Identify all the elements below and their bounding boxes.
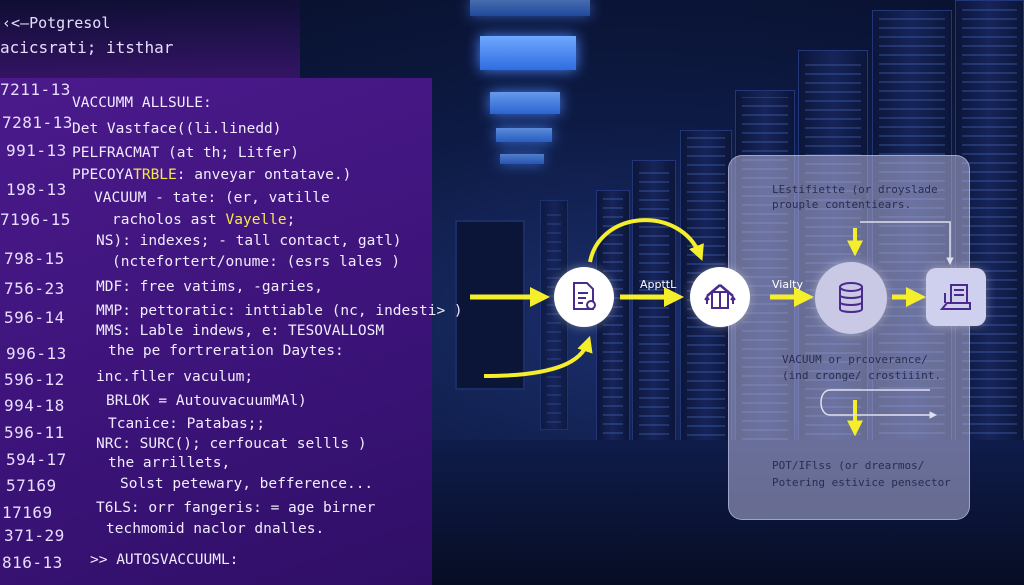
code-line: Solst petewary, befference...	[120, 476, 374, 492]
line-number: 7211-13	[0, 80, 71, 99]
code-line: MMS: Lable indews, e: TESOVALLOSM	[96, 323, 385, 339]
panel-mid-text: VACUUM or prcoverance/	[782, 353, 928, 366]
tent-node	[690, 267, 750, 327]
code-header-line: ‹<—Potgresol	[2, 14, 111, 32]
code-panel	[0, 78, 432, 585]
code-line: techmomid naclor dnalles.	[106, 521, 325, 537]
apptl-label: AppttL	[640, 278, 677, 291]
code-line: racholos ast Vayelle;	[112, 212, 296, 228]
server-rack	[632, 160, 676, 460]
line-number: 7281-13	[2, 113, 73, 132]
line-number: 596-12	[4, 370, 65, 389]
ceiling-light	[470, 0, 590, 16]
document-icon	[573, 282, 596, 310]
code-line: VACUUM - tate: (er, vatille	[94, 190, 330, 206]
ceiling-light	[490, 92, 560, 114]
line-number: 798-15	[4, 249, 65, 268]
code-line: T6LS: orr fangeris: = age birner	[96, 500, 376, 516]
code-line: PPECOYATRBLE: anveyar ontatave.)	[72, 167, 352, 183]
code-line: Tcanice: Patabas;;	[108, 416, 266, 432]
code-line: MDF: free vatims, -garies,	[96, 279, 323, 295]
code-line: MMP: pettoratic: inttiable (nc, indesti>…	[96, 303, 463, 319]
line-number: 996-13	[6, 344, 67, 363]
line-number: 7196-15	[0, 210, 71, 229]
database-node	[815, 262, 887, 334]
code-line: (nctefortert/onume: (esrs lales )	[112, 254, 401, 270]
ceiling-light	[496, 128, 552, 142]
code-line: BRLOK = AutouvacuumMAl)	[106, 393, 307, 409]
line-number: 596-11	[4, 423, 65, 442]
panel-mid-text: (ind cronge/ crostiiint.	[782, 369, 941, 382]
line-number: 994-18	[4, 396, 65, 415]
register-node	[926, 268, 986, 326]
line-number: 594-17	[6, 450, 67, 469]
line-number: 198-13	[6, 180, 67, 199]
code-line: inc.fller vaculum;	[96, 369, 254, 385]
ceiling-light	[480, 36, 576, 70]
document-node	[554, 267, 614, 327]
code-header-line: acicsrati; itsthar	[0, 38, 174, 57]
ceiling-light	[500, 154, 544, 164]
arrow-bottom-curve	[483, 335, 593, 378]
panel-top-text: prouple contentiears.	[772, 198, 912, 211]
line-number: 756-23	[4, 279, 65, 298]
panel-bottom-text: POT/IFlss (or drearmos/	[772, 459, 925, 472]
tent-icon	[704, 284, 736, 309]
code-line: NS): indexes; - tall contact, gatl)	[96, 233, 402, 249]
cash-register-icon	[939, 284, 971, 310]
vialty-label: Vialty	[772, 278, 803, 291]
line-number: 371-29	[4, 526, 65, 545]
code-line: VACCUMM ALLSULE:	[72, 95, 212, 111]
connector-top	[860, 221, 954, 265]
code-header-area	[0, 0, 300, 80]
code-line: >> AUTOSVACCUUML:	[90, 552, 239, 568]
line-number: 57169	[6, 476, 57, 495]
line-number: 816-13	[2, 553, 63, 572]
arrow-loop-top	[588, 218, 704, 263]
line-number: 17169	[2, 503, 53, 522]
code-line: Det Vastface((li.linedd)	[72, 121, 282, 137]
code-line: the pe fortreration Daytes:	[108, 343, 344, 359]
code-line: PELFRACMAT (at th; Litfer)	[72, 145, 299, 161]
panel-bottom-text: Potering estivice pensector	[772, 476, 951, 489]
database-icon	[839, 282, 863, 313]
connector-lower	[820, 389, 937, 419]
code-line: the arrillets,	[108, 455, 231, 471]
server-room-door	[455, 220, 525, 390]
line-number: 596-14	[4, 308, 65, 327]
panel-top-text: LEstifiette (or droyslade	[772, 183, 938, 196]
line-number: 991-13	[6, 141, 67, 160]
diagram-panel	[728, 155, 970, 520]
code-line: NRC: SURC(); cerfoucat sellls )	[96, 436, 367, 452]
